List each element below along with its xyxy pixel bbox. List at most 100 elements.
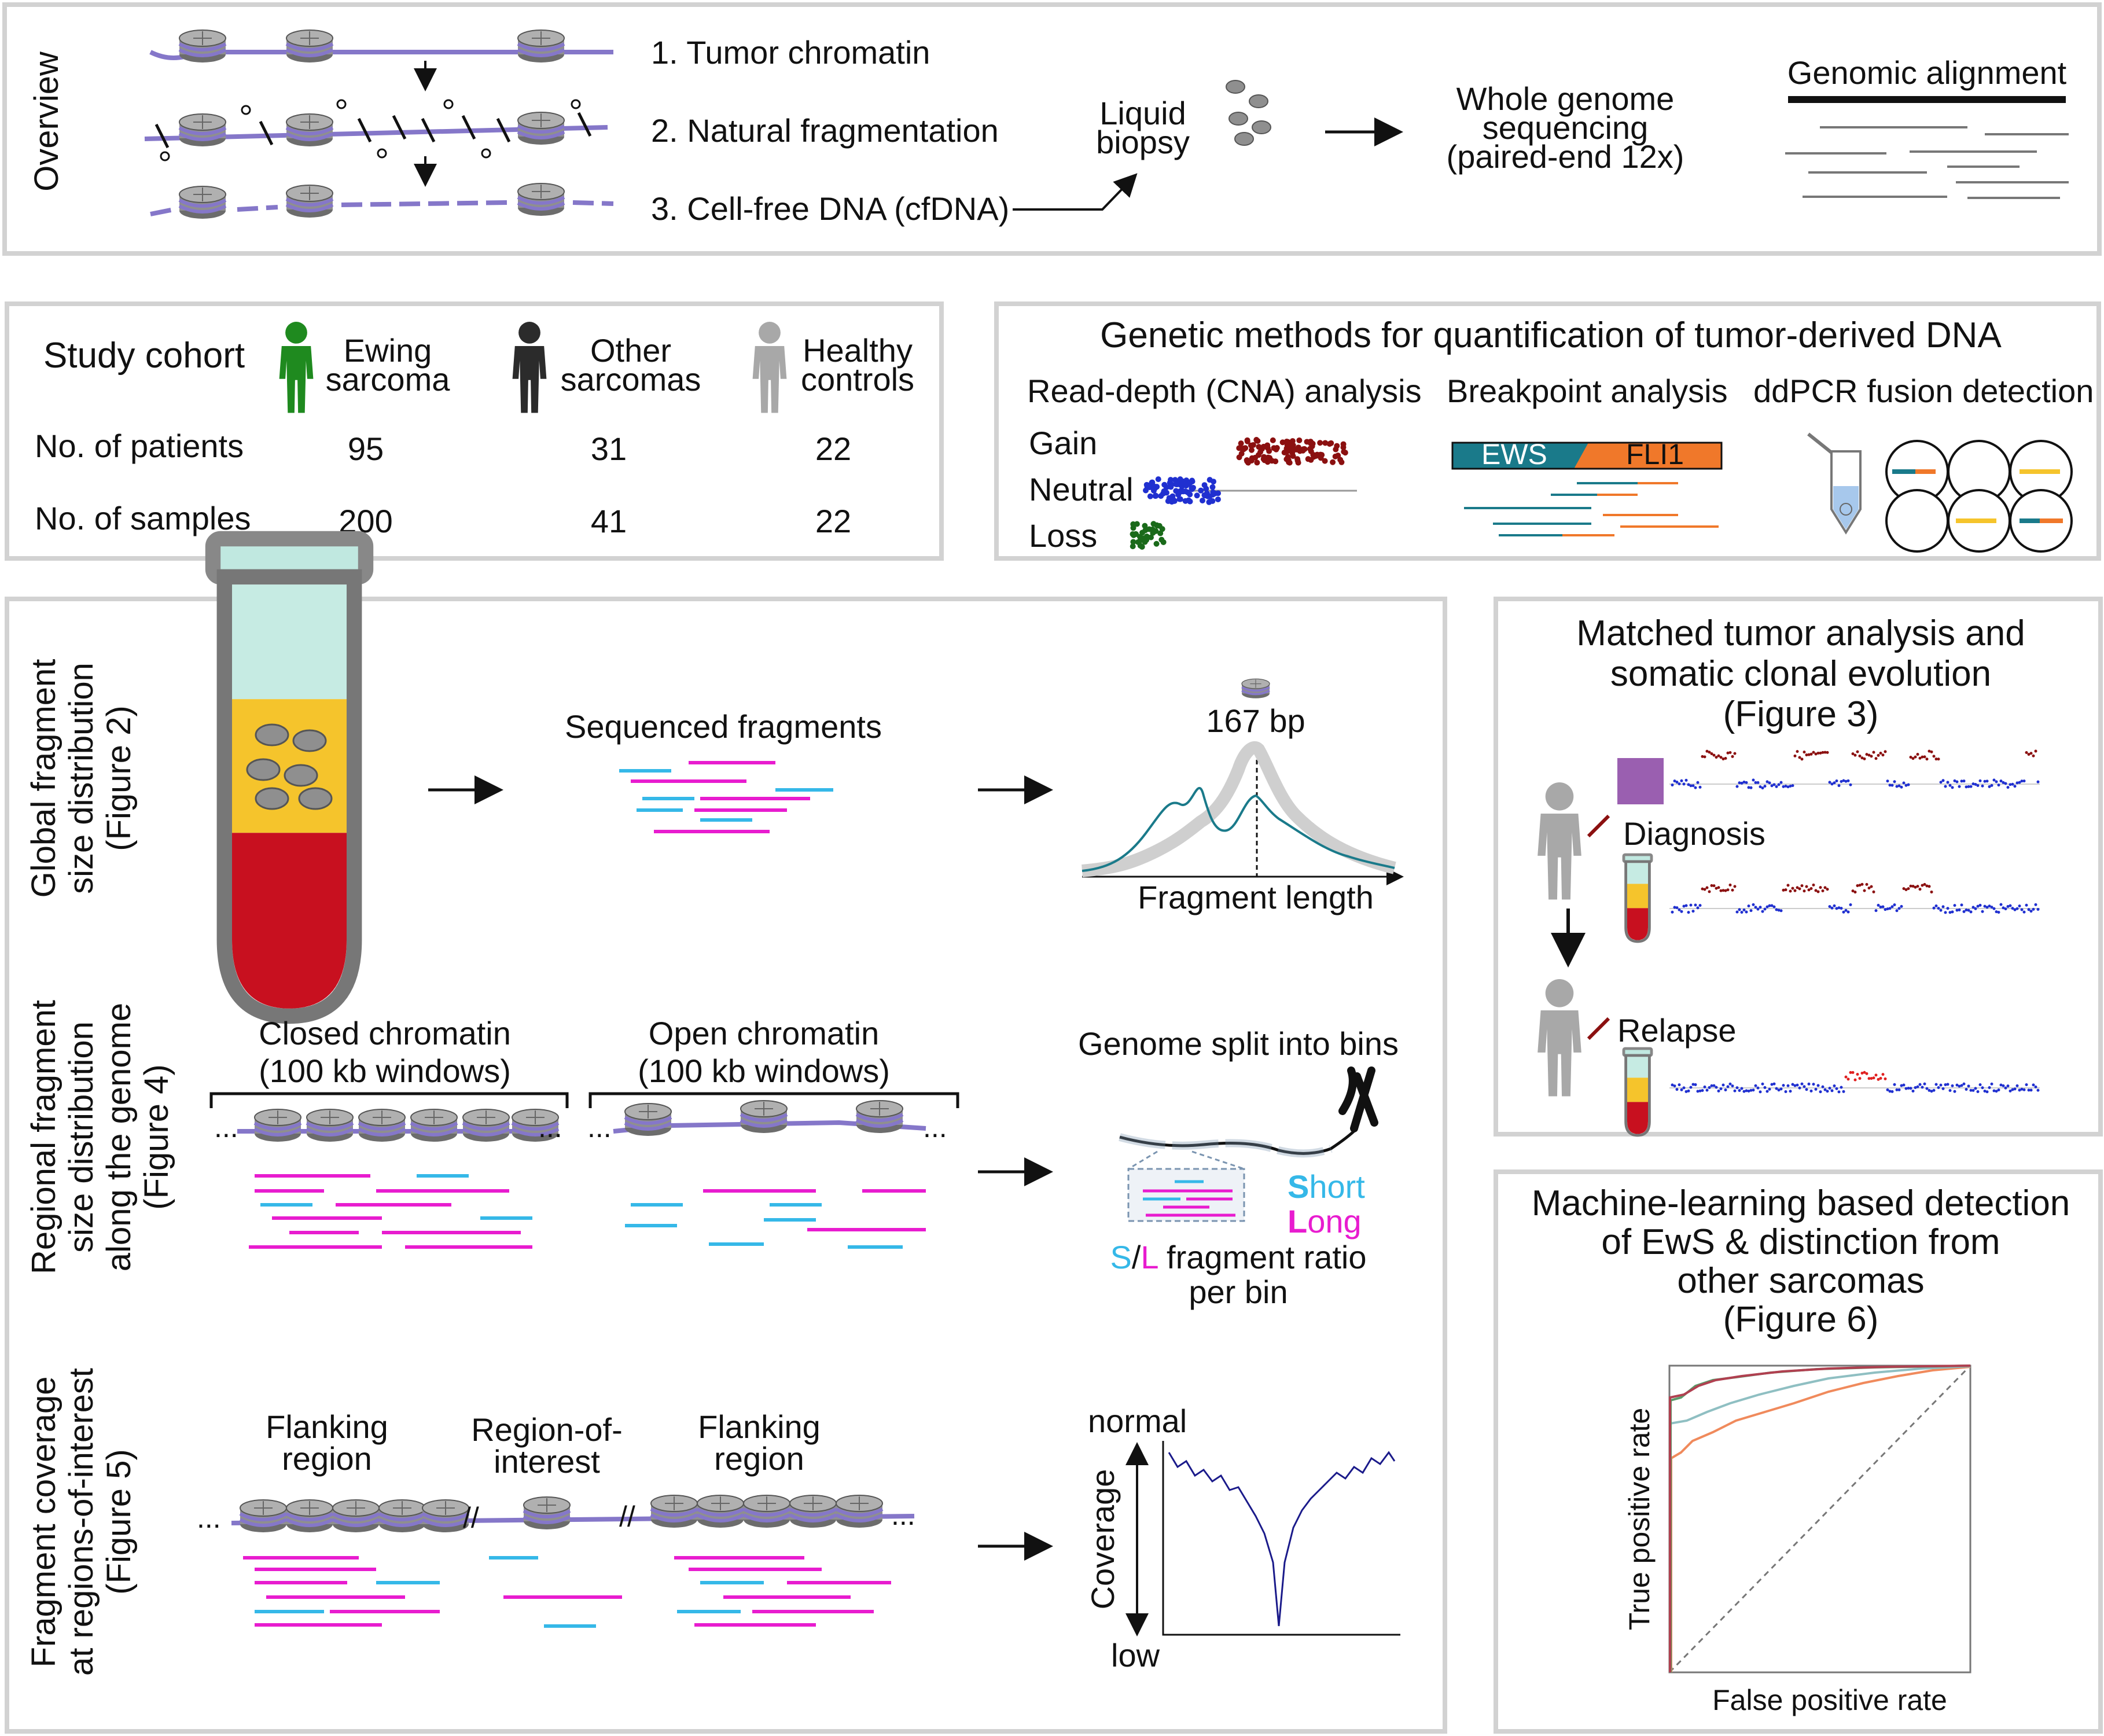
cnv-dot: [1946, 1083, 1949, 1086]
cnv-dot: [1678, 1083, 1681, 1087]
cna-dot: [1142, 523, 1148, 529]
cnv-dot: [1921, 755, 1924, 759]
cnv-dot: [1826, 1090, 1829, 1093]
cnv-dot: [1735, 1086, 1739, 1090]
cna-dot: [1326, 441, 1333, 447]
cnv-dot: [1726, 888, 1730, 892]
global-tube-nucleosomes: [246, 723, 333, 810]
cnv-dot: [1983, 1090, 1987, 1093]
cnv-dot: [1680, 910, 1683, 913]
ml-title-4: (Figure 6): [1723, 1300, 1879, 1340]
svg-text:(paired-end 12x): (paired-end 12x): [1447, 138, 1684, 175]
cna-dot: [1301, 446, 1307, 452]
cnv-dot: [1969, 785, 1973, 788]
cnv-dot: [1833, 904, 1836, 907]
cnv-dot: [2025, 1083, 2028, 1087]
cna-dot: [1182, 498, 1189, 504]
cnv-dot: [1886, 779, 1889, 783]
cnv-dot: [1881, 753, 1885, 757]
cnv-dot: [1890, 784, 1894, 787]
overview-title: Overview: [28, 51, 65, 192]
cnv-dot: [1856, 750, 1859, 753]
cnv-dot: [1673, 779, 1676, 783]
svg-text:Global fragment: Global fragment: [25, 659, 62, 898]
cnv-dot: [1902, 1083, 1906, 1087]
cnv-dot: [1844, 1075, 1848, 1079]
cnv-dot: [1833, 1084, 1836, 1088]
cna-dot: [1201, 492, 1208, 498]
ews-label: EWS: [1481, 438, 1547, 470]
cnv-dot: [1814, 752, 1818, 756]
roc-ylabel: True positive rate: [1623, 1408, 1656, 1630]
svg-text:(Figure 6): (Figure 6): [1723, 1300, 1879, 1340]
cnv-dot: [2011, 782, 2014, 786]
cnv-dot: [2027, 1088, 2031, 1092]
cnv-dot: [1745, 910, 1748, 914]
cnv-dot: [1965, 1088, 1968, 1091]
peak-label: 167 bp: [1206, 703, 1305, 739]
cnv-dot: [1722, 757, 1725, 761]
cnv-dot: [1960, 779, 1963, 783]
coverage-chromatin: ////: [231, 1495, 915, 1534]
cnv-dot: [1865, 1072, 1868, 1075]
cnv-dot: [2022, 779, 2026, 783]
cohort-panel: [5, 301, 944, 561]
cnv-dot: [1694, 786, 1697, 789]
cnv-dot: [1805, 885, 1808, 888]
cnv-dot: [1958, 785, 1961, 788]
cnv-dot: [1803, 889, 1806, 893]
cna-dot: [1253, 437, 1260, 443]
cnv-dot: [1909, 884, 1912, 888]
svg-text:Open chromatin: Open chromatin: [649, 1015, 879, 1051]
normal-label: normal: [1088, 1403, 1187, 1439]
aligned-reads: [1785, 126, 2069, 199]
cna-dot: [1330, 459, 1336, 465]
cna-dot: [1158, 493, 1164, 499]
svg-text:size distribution: size distribution: [62, 663, 100, 894]
ml-title-2: of EwS & distinction from: [1601, 1222, 2000, 1262]
cna-dot: [1169, 493, 1176, 499]
cna-dot: [1248, 457, 1255, 464]
cnv-dot: [2018, 904, 2021, 908]
cnv-dot: [1897, 1088, 1901, 1091]
cna-dot: [1295, 459, 1301, 466]
healthy-samples-value: 22: [815, 503, 851, 539]
cnv-dot: [1712, 753, 1716, 757]
cnv-dot: [1724, 889, 1727, 892]
cnv-dot: [1842, 779, 1845, 782]
coverage-side-label-3: (Figure 5): [100, 1449, 138, 1594]
cna-dot: [1130, 543, 1136, 550]
cnv-dot: [1944, 911, 1947, 914]
cnv-dot: [1888, 907, 1892, 910]
tumor-distribution: [1082, 786, 1395, 872]
cnv-dot: [1809, 752, 1813, 756]
cnv-dot: [1867, 1077, 1871, 1080]
scalpel-icon: [1587, 814, 1610, 838]
cnv-dot: [1833, 781, 1836, 785]
cnv-dot: [1976, 1090, 1980, 1093]
cnv-dot: [1733, 752, 1737, 755]
cnv-dot: [1930, 890, 1933, 893]
cnv-dot: [1754, 1084, 1757, 1087]
fragmentomics-panel: [5, 597, 1447, 1734]
cnv-dot: [1867, 753, 1871, 757]
cnv-dot: [1853, 1078, 1857, 1082]
cnv-dot: [1800, 1082, 1804, 1086]
cnv-dot: [1800, 757, 1804, 761]
cnv-dot: [1978, 903, 1982, 907]
svg-text:sarcoma: sarcoma: [326, 361, 451, 398]
svg-text:region: region: [714, 1440, 804, 1477]
cnv-dot: [1969, 1088, 1973, 1092]
cnv-dot: [1969, 910, 1973, 914]
cnv-dot: [1745, 781, 1748, 784]
svg-text:Flanking: Flanking: [698, 1408, 821, 1445]
cna-dot: [1239, 446, 1245, 452]
cnv-dot: [1918, 1083, 1922, 1086]
cnv-dot: [1884, 750, 1887, 753]
split-reads: [1464, 482, 1719, 536]
group-ewing-name-1: Ewing: [344, 332, 432, 369]
cnv-dot: [1694, 903, 1697, 907]
cnv-dot: [2025, 903, 2028, 907]
cnv-dot: [1995, 780, 1998, 784]
cna-dot: [1157, 530, 1164, 536]
